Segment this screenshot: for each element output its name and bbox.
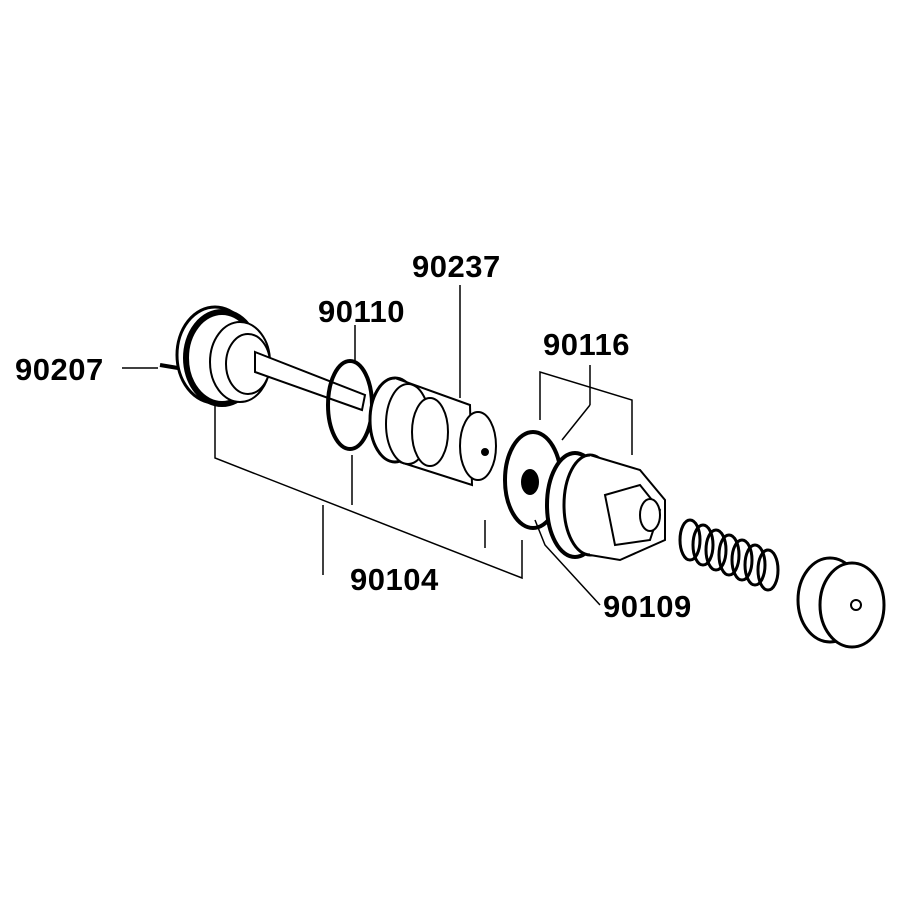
spring <box>678 518 780 592</box>
part-label-90104: 90104 <box>350 562 439 597</box>
part-label-90109: 90109 <box>603 589 692 624</box>
leader-lines <box>122 285 633 606</box>
piston-assembly <box>159 305 367 412</box>
washer-90109 <box>521 469 539 495</box>
part-label-90116: 90116 <box>543 327 630 362</box>
valve-body-90237 <box>368 376 497 487</box>
threaded-seat <box>545 451 666 562</box>
end-cap <box>796 556 886 649</box>
part-label-90237: 90237 <box>412 249 501 284</box>
part-label-90110: 90110 <box>318 294 405 329</box>
part-label-90207: 90207 <box>15 352 104 387</box>
